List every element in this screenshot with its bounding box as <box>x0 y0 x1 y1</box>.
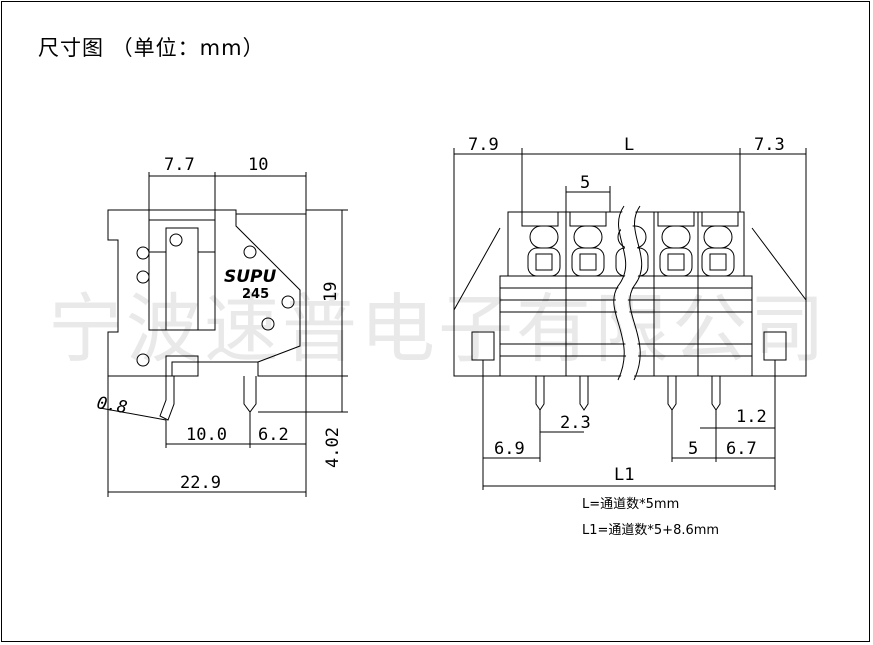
front-push-button <box>661 225 691 249</box>
dim-front-left-margin: 6.9 <box>494 439 525 459</box>
front-channel-tab <box>701 211 739 227</box>
front-left-mount-boss <box>471 331 495 361</box>
front-wire-entry <box>701 247 735 277</box>
front-wire-entry <box>659 247 693 277</box>
side-body-outline <box>107 209 307 377</box>
side-logo: SUPU <box>224 267 277 287</box>
front-wire-entry-inner <box>667 253 685 271</box>
dim-side-pin-offset: 6.2 <box>258 425 289 445</box>
dim-front-length: L <box>624 135 634 155</box>
dim-front-pin-offset: 2.3 <box>560 413 591 433</box>
front-right-mount-boss <box>763 331 787 361</box>
dim-front-right-extension: 7.3 <box>754 135 785 155</box>
side-hole <box>136 353 150 367</box>
dim-front-pitch-top: 5 <box>580 173 590 193</box>
dim-side-pin-diameter: 0.8 <box>95 393 129 418</box>
side-wire-slot <box>148 219 216 331</box>
front-channel-tab <box>521 211 559 227</box>
dim-side-pin-length: 4.02 <box>323 427 343 468</box>
front-push-button <box>573 225 603 249</box>
side-pin-left <box>159 376 175 421</box>
note-l1-formula: L1=通道数*5+8.6mm <box>582 523 719 538</box>
dim-side-top-left: 7.7 <box>164 155 195 175</box>
side-bottom-notch <box>165 355 199 377</box>
side-hole <box>261 317 275 331</box>
dim-front-right-margin: 6.7 <box>726 439 757 459</box>
page-title: 尺寸图 （单位：mm） <box>38 36 265 60</box>
dim-front-pin-gap: 1.2 <box>736 407 767 427</box>
dim-side-width: 22.9 <box>180 473 221 493</box>
dim-front-pitch-bottom: 5 <box>688 439 698 459</box>
front-pin <box>667 376 677 411</box>
front-break-line <box>629 205 643 381</box>
front-pin <box>711 376 721 411</box>
side-hole <box>243 245 257 259</box>
side-pin-right <box>243 376 257 413</box>
dim-front-left-extension: 7.9 <box>468 135 499 155</box>
note-l-formula: L=通道数*5mm <box>582 497 679 512</box>
dim-side-height: 19 <box>321 282 341 302</box>
front-channel-tab <box>569 211 607 227</box>
side-hole <box>169 233 183 247</box>
front-wire-entry-inner <box>535 253 553 271</box>
dim-side-pin-pitch: 10.0 <box>186 425 227 445</box>
front-pin <box>535 376 545 411</box>
front-push-button <box>703 225 733 249</box>
dim-side-top-right: 10 <box>248 155 268 175</box>
front-left-flange <box>453 227 501 377</box>
front-channel-tab <box>657 211 695 227</box>
front-break-line <box>613 205 627 381</box>
dim-front-total-length: L1 <box>614 465 634 485</box>
front-wire-entry-inner <box>579 253 597 271</box>
side-hole <box>281 295 295 309</box>
front-pin <box>579 376 589 411</box>
side-slot-inner <box>165 227 199 331</box>
front-wire-entry <box>527 247 561 277</box>
side-view <box>99 172 348 497</box>
front-wire-entry <box>571 247 605 277</box>
front-break-mask <box>615 202 640 383</box>
front-push-button <box>529 225 559 249</box>
side-release-face <box>235 214 301 363</box>
front-wire-entry-inner <box>709 253 727 271</box>
side-hole <box>136 270 150 284</box>
side-model: 245 <box>242 287 269 302</box>
side-hole <box>136 246 150 260</box>
front-right-flange <box>751 227 807 377</box>
